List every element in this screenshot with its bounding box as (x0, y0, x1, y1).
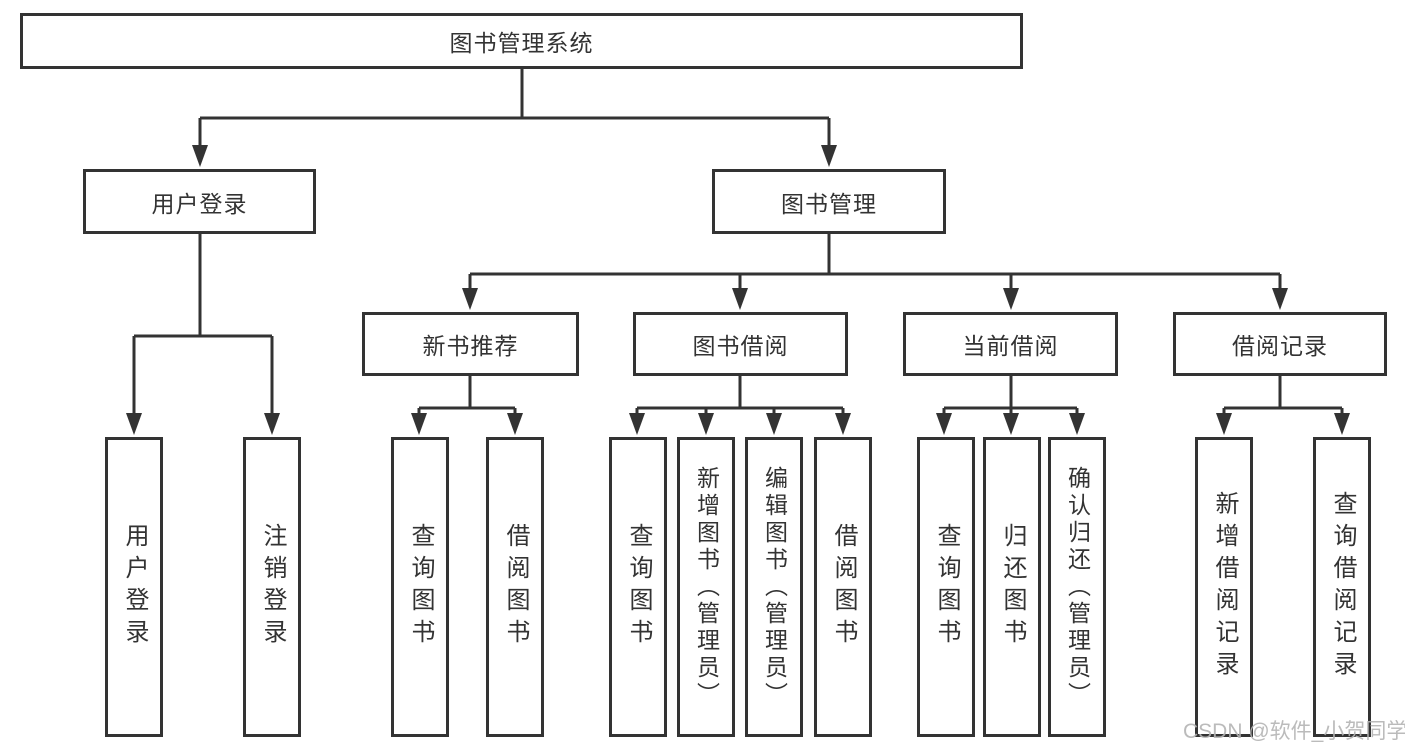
leaf-confirm-return-admin-label: 确认归还（管理员） (1064, 465, 1091, 709)
leaf-query-borrow-record: 查询借阅记录 (1313, 437, 1371, 737)
leaf-borrow-book-label: 借阅图书 (830, 523, 857, 651)
leaf-edit-book-admin: 编辑图书（管理员） (745, 437, 803, 737)
leaf-add-book-admin: 新增图书（管理员） (677, 437, 735, 737)
leaf-recommend-borrow-book-label: 借阅图书 (502, 523, 529, 651)
leaf-current-query-book: 查询图书 (917, 437, 975, 737)
node-borrow-record-label: 借阅记录 (1232, 333, 1328, 359)
arrowheads (126, 145, 1350, 435)
node-borrow-record: 借阅记录 (1173, 312, 1387, 376)
csdn-watermark: CSDN @软件_小贺同学 (1183, 720, 1405, 743)
leaf-return-book-label: 归还图书 (999, 523, 1026, 651)
leaf-confirm-return-admin: 确认归还（管理员） (1048, 437, 1106, 737)
node-book-borrow-label: 图书借阅 (692, 333, 789, 359)
leaf-logout: 注销登录 (243, 437, 301, 737)
node-new-book-recommend-label: 新书推荐 (422, 333, 519, 359)
node-book-management-label: 图书管理 (781, 190, 877, 217)
node-book-management: 图书管理 (712, 169, 946, 234)
leaf-recommend-query-book: 查询图书 (391, 437, 449, 737)
node-current-borrow-label: 当前借阅 (962, 333, 1059, 359)
leaf-logout-label: 注销登录 (259, 523, 286, 651)
leaf-recommend-borrow-book: 借阅图书 (486, 437, 544, 737)
leaf-add-borrow-record-label: 新增借阅记录 (1211, 491, 1238, 683)
leaf-borrow-book: 借阅图书 (814, 437, 872, 737)
node-root-label: 图书管理系统 (449, 30, 594, 56)
leaf-borrow-query-book: 查询图书 (609, 437, 667, 737)
leaf-add-book-admin-label: 新增图书（管理员） (693, 465, 720, 709)
leaf-borrow-query-book-label: 查询图书 (625, 523, 652, 651)
node-new-book-recommend: 新书推荐 (362, 312, 579, 376)
leaf-current-query-book-label: 查询图书 (933, 523, 960, 651)
leaf-edit-book-admin-label: 编辑图书（管理员） (761, 465, 788, 709)
leaf-user-login: 用户登录 (105, 437, 163, 737)
leaf-recommend-query-book-label: 查询图书 (407, 523, 434, 651)
node-book-borrow: 图书借阅 (633, 312, 848, 376)
node-user-login: 用户登录 (83, 169, 316, 234)
leaf-return-book: 归还图书 (983, 437, 1041, 737)
leaf-add-borrow-record: 新增借阅记录 (1195, 437, 1253, 737)
node-current-borrow: 当前借阅 (903, 312, 1118, 376)
node-user-login-label: 用户登录 (151, 190, 248, 217)
leaf-query-borrow-record-label: 查询借阅记录 (1329, 491, 1356, 683)
node-root: 图书管理系统 (20, 13, 1023, 69)
leaf-user-login-label: 用户登录 (121, 523, 148, 651)
